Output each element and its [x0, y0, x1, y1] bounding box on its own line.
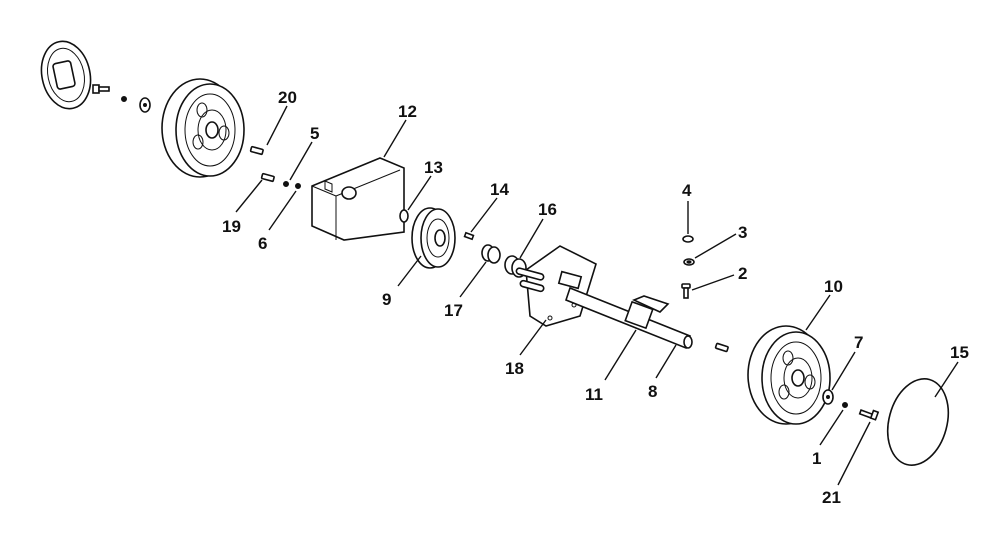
- callout-13: 13: [424, 158, 443, 177]
- leader-1: [819, 409, 844, 446]
- leader-15: [934, 361, 959, 398]
- nut-4: [682, 235, 694, 243]
- callout-7: 7: [854, 333, 863, 352]
- callout-1: 1: [812, 449, 821, 468]
- nut-5: [283, 181, 289, 187]
- key-14: [463, 231, 475, 241]
- leader-8: [655, 344, 677, 379]
- callout-17: 17: [444, 301, 463, 320]
- leader-2: [691, 274, 735, 291]
- leader-18: [519, 319, 547, 356]
- callout-8: 8: [648, 382, 657, 401]
- leader-lines: [235, 105, 959, 486]
- bolt-21: [858, 409, 880, 421]
- callout-14: 14: [490, 180, 509, 199]
- left-lock-nut: [121, 96, 127, 102]
- leader-3: [694, 233, 737, 259]
- leader-13: [407, 175, 432, 211]
- left-washer: [139, 97, 151, 113]
- callout-2: 2: [738, 264, 747, 283]
- callout-19: 19: [222, 217, 241, 236]
- left-wheel: [161, 78, 245, 178]
- callout-20: 20: [278, 88, 297, 107]
- leader-16: [519, 218, 544, 259]
- callout-labels: 20 12 5 13 19 6 14 16 4 3 2 10 9 17 7 15…: [222, 88, 969, 507]
- leader-17: [459, 261, 487, 298]
- leader-9: [397, 255, 422, 287]
- callout-10: 10: [824, 277, 843, 296]
- leader-5: [289, 141, 313, 181]
- ring-13: [399, 209, 409, 223]
- callout-15: 15: [950, 343, 969, 362]
- callout-3: 3: [738, 223, 747, 242]
- callout-11: 11: [585, 385, 603, 404]
- leader-10: [805, 294, 831, 331]
- leader-6: [268, 190, 297, 231]
- callout-12: 12: [398, 102, 417, 121]
- callout-21: 21: [822, 488, 841, 507]
- bolt-2: [681, 283, 691, 299]
- leader-11: [604, 329, 637, 381]
- callout-16: 16: [538, 200, 557, 219]
- leader-20: [266, 105, 288, 146]
- leader-21: [837, 421, 871, 486]
- washer-6: [295, 183, 301, 189]
- mounting-plate-18: [515, 245, 597, 327]
- left-bolt: [92, 84, 110, 94]
- callout-9: 9: [382, 290, 391, 309]
- belt-guard-12: [311, 157, 405, 241]
- bearing-17: [481, 244, 501, 264]
- axle-shaft-8: [565, 286, 693, 350]
- leader-14: [470, 197, 498, 233]
- leader-19: [235, 179, 263, 213]
- washer-7: [822, 389, 834, 405]
- leader-7: [831, 351, 856, 391]
- washer-3-hole: [686, 260, 692, 264]
- leader-12: [383, 119, 407, 158]
- right-wheel-10: [747, 325, 831, 425]
- pulley-9: [411, 207, 456, 269]
- callout-18: 18: [505, 359, 524, 378]
- callout-5: 5: [310, 124, 319, 143]
- nut-1: [842, 402, 848, 408]
- callout-6: 6: [258, 234, 267, 253]
- callout-4: 4: [682, 181, 692, 200]
- key-right: [714, 342, 729, 353]
- right-hub-cap-15: [886, 378, 950, 466]
- pin-20: [249, 145, 264, 156]
- left-hub-cap: [40, 40, 92, 110]
- pin-19: [260, 172, 275, 183]
